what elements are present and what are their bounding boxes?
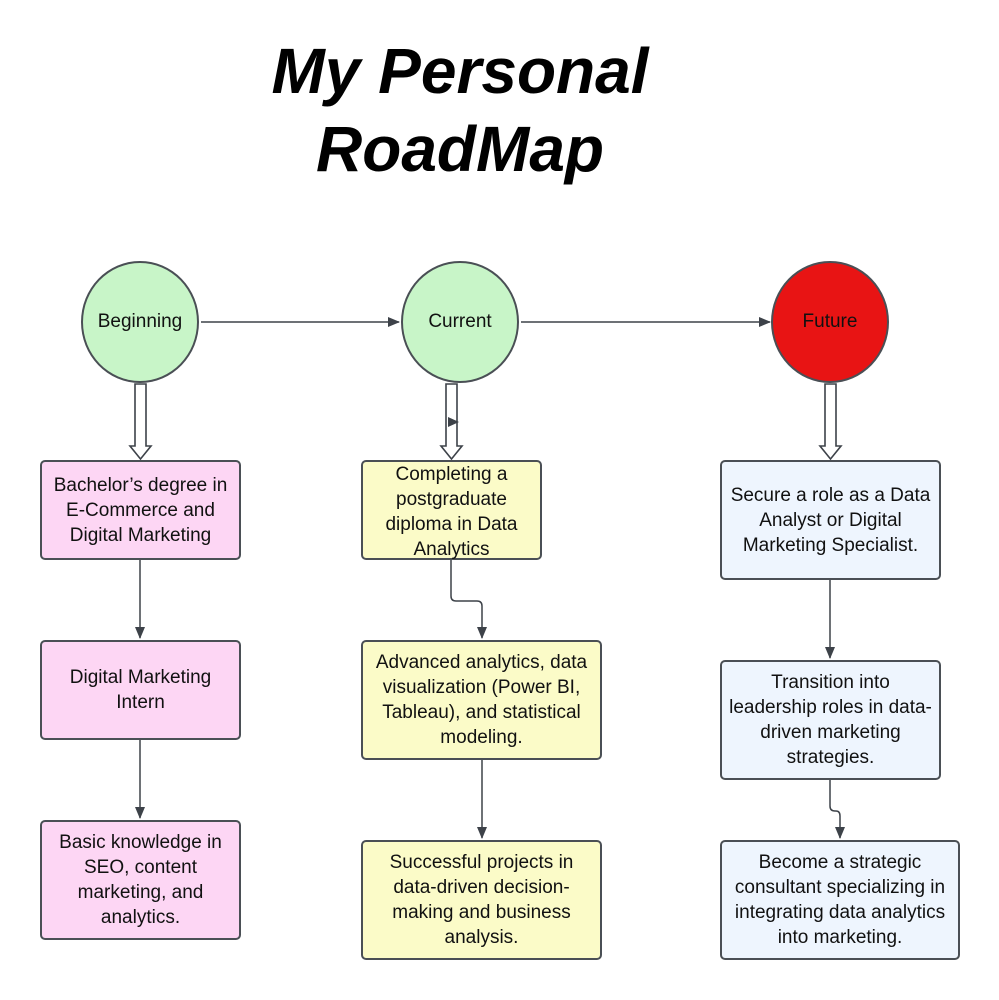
future-step-1: Secure a role as a Data Analyst or Digit… <box>720 460 941 580</box>
block-arrow-future <box>818 383 843 461</box>
stage-future: Future <box>771 261 889 383</box>
current-step-2: Advanced analytics, data visualization (… <box>361 640 602 760</box>
future-step-3: Become a strategic consultant specializi… <box>720 840 960 960</box>
current-step-3-text: Successful projects in data-driven decis… <box>389 852 574 948</box>
beginning-step-1: Bachelor’s degree in E-Commerce and Digi… <box>40 460 241 560</box>
diagram-title: My Personal RoadMap <box>200 32 720 188</box>
stage-future-label: Future <box>802 311 858 332</box>
future-step-2: Transition into leadership roles in data… <box>720 660 941 780</box>
title-line-1: My Personal <box>271 35 649 107</box>
beginning-step-2-text: Digital Marketing Intern <box>69 667 212 713</box>
beginning-step-2: Digital Marketing Intern <box>40 640 241 740</box>
stage-beginning: Beginning <box>81 261 199 383</box>
block-arrow-beginning <box>128 383 153 461</box>
stage-beginning-label: Beginning <box>97 311 183 332</box>
stage-current-label: Current <box>428 311 492 332</box>
beginning-step-3-text: Basic knowledge in SEO, content marketin… <box>59 832 222 928</box>
beginning-step-3: Basic knowledge in SEO, content marketin… <box>40 820 241 940</box>
current-step-1-text: Completing a postgraduate diploma in Dat… <box>385 464 518 560</box>
beginning-step-1-text: Bachelor’s degree in E-Commerce and Digi… <box>53 474 228 546</box>
stage-current: Current <box>401 261 519 383</box>
arrow-col3-2-to-3 <box>829 780 845 839</box>
future-step-2-text: Transition into leadership roles in data… <box>729 672 932 768</box>
current-step-1: Completing a postgraduate diploma in Dat… <box>361 460 542 560</box>
current-step-3: Successful projects in data-driven decis… <box>361 840 602 960</box>
title-line-2: RoadMap <box>316 113 604 185</box>
future-step-3-text: Become a strategic consultant specializi… <box>734 852 946 948</box>
current-step-2-text: Advanced analytics, data visualization (… <box>375 652 588 748</box>
arrow-col2-1-to-2 <box>450 560 487 639</box>
future-step-1-text: Secure a role as a Data Analyst or Digit… <box>730 484 931 556</box>
current-inner-arrow-tip <box>448 417 459 427</box>
